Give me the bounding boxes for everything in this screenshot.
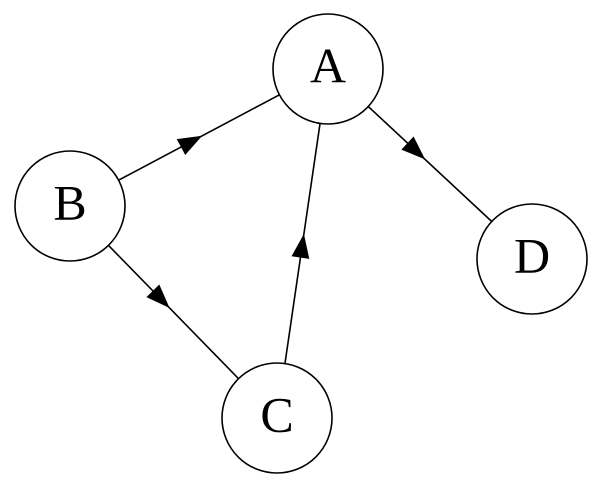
node-label: C <box>260 386 293 442</box>
node-circle <box>272 13 384 125</box>
edge-c-to-a <box>284 123 321 364</box>
node-label: A <box>310 37 346 93</box>
edge-a-to-d <box>367 105 493 223</box>
node-d: D <box>476 203 588 315</box>
edge-line <box>107 244 240 380</box>
edge-line <box>367 105 493 223</box>
edge-b-to-c <box>107 244 240 380</box>
arrowhead-icon <box>146 284 170 308</box>
node-b: B <box>14 150 126 262</box>
edge-b-to-a <box>118 94 280 181</box>
node-label: D <box>514 227 550 283</box>
node-circle <box>221 362 333 474</box>
arrowhead-icon <box>401 136 426 160</box>
node-label: B <box>53 174 86 230</box>
arrowhead-icon <box>176 135 203 155</box>
node-a: A <box>272 13 384 125</box>
node-circle <box>476 203 588 315</box>
nodes-layer: A B C D <box>14 13 588 474</box>
node-circle <box>14 150 126 262</box>
node-c: C <box>221 362 333 474</box>
arrowhead-icon <box>291 233 310 259</box>
edges-layer <box>107 94 493 380</box>
